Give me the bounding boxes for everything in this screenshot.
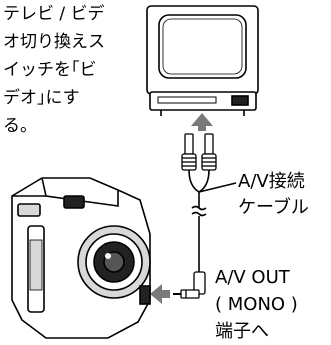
port-label: A/V OUT [215,267,290,288]
cable-label: ケーブル [238,197,309,218]
camera-illustration [11,177,151,339]
port-label: 端子へ [215,321,269,342]
instruction-line: オ切り換えス [3,32,105,52]
up-arrow-icon [191,113,213,131]
port-label: ( MONO ) [215,294,298,315]
av-cable [188,169,237,272]
instruction-line: デオ｣にす [3,88,80,108]
mini-plug [173,271,206,299]
cable-label: A/V接続 [238,171,305,192]
instruction-line: イッチを｢ビ [3,60,97,80]
instruction-line: る。 [3,116,37,136]
tv-illustration [146,5,259,116]
rca-plugs [181,133,217,171]
left-arrow-icon [150,284,170,304]
instruction-line: テレビ / ビデ [3,4,105,24]
